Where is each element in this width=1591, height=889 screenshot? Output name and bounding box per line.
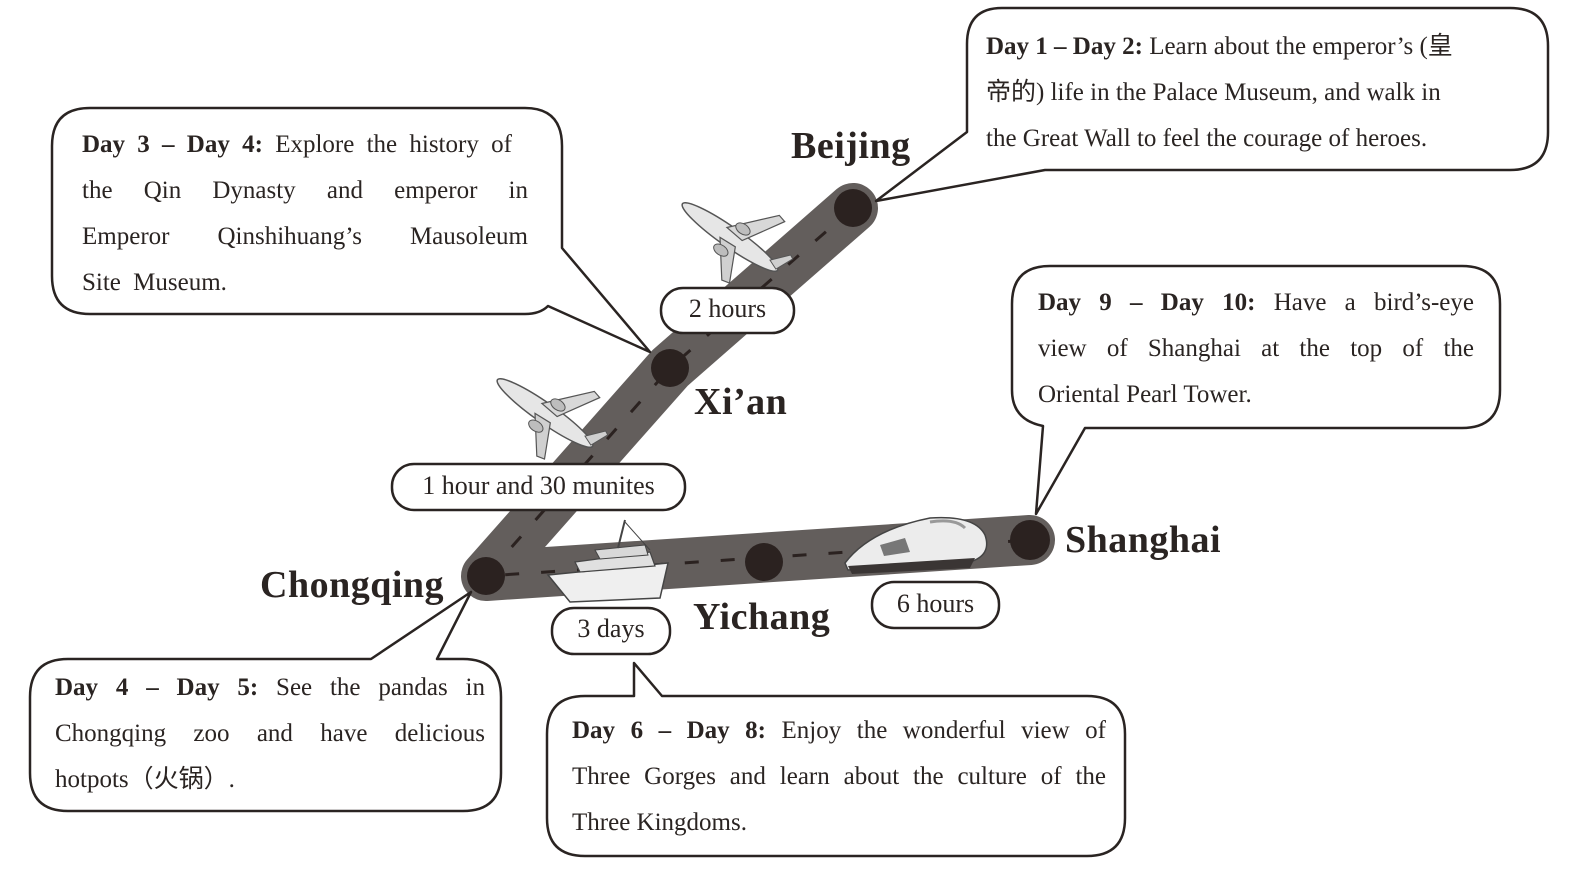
duration-label: 1 hour and 30 munites <box>422 471 655 500</box>
duration-label: 6 hours <box>896 589 975 618</box>
node-yichang <box>745 543 783 581</box>
bubble-days: Day 9 – Day 10: <box>1038 289 1256 316</box>
high-speed-train-icon <box>844 516 988 574</box>
bubble-line: Enjoy the wonderful view of <box>781 717 1106 744</box>
bubble-line: Emperor Qinshihuang’s Mausoleum <box>82 223 528 250</box>
node-chongqing <box>467 557 505 595</box>
city-label-chongqing: Chongqing <box>260 564 445 606</box>
bubble-line: hotpots（火锅）. <box>55 766 235 793</box>
city-label-xian: Xi’an <box>694 381 788 423</box>
bubble-line: Chongqing zoo and have delicious <box>55 720 485 747</box>
bubble-line: Have a bird’s-eye <box>1273 289 1474 316</box>
city-label-beijing: Beijing <box>791 125 911 167</box>
bubble-days: Day 1 – Day 2: <box>986 33 1143 60</box>
duration-pill-yichang-shanghai <box>870 580 1001 630</box>
bubble-shanghai: Day 9 – Day 10: Have a bird’s-eye view o… <box>1038 280 1474 418</box>
bubble-days: Day 3 – Day 4: <box>82 131 263 158</box>
bubble-yichang: Day 6 – Day 8: Enjoy the wonderful view … <box>572 708 1106 846</box>
ship-icon <box>546 519 669 603</box>
bubble-beijing-outline <box>874 6 1550 203</box>
bubble-line: Oriental Pearl Tower. <box>1038 381 1252 408</box>
bubble-line: Learn about the emperor’s (皇 <box>1149 33 1453 60</box>
bubble-days: Day 4 – Day 5: <box>55 674 259 701</box>
city-label-yichang: Yichang <box>693 596 831 638</box>
airplane-icon <box>681 201 794 284</box>
bubble-line: Three Gorges and learn about the culture… <box>572 763 1106 790</box>
duration-label: 2 hours <box>688 294 767 323</box>
node-xian <box>651 349 689 387</box>
bubble-shanghai-outline <box>1010 264 1502 516</box>
city-label-shanghai: Shanghai <box>1065 519 1222 561</box>
bubble-chongqing-outline <box>28 590 503 813</box>
bubble-yichang-outline <box>545 661 1127 858</box>
bubble-xian-outline <box>50 106 652 354</box>
duration-pill-xian-beijing <box>659 286 796 335</box>
node-shanghai <box>1010 520 1050 560</box>
bubble-days: Day 6 – Day 8: <box>572 717 766 744</box>
bubble-line: Site Museum. <box>82 269 227 296</box>
duration-label: 3 days <box>577 614 645 643</box>
bubble-line: the Great Wall to feel the courage of he… <box>986 125 1428 152</box>
bubble-beijing: Day 1 – Day 2: Learn about the emperor’s… <box>986 24 1526 162</box>
airplane-icon <box>496 377 609 460</box>
bubble-line: Explore the history of <box>275 131 512 158</box>
bubble-line: Three Kingdoms. <box>572 809 747 836</box>
bubble-line: the Qin Dynasty and emperor in <box>82 177 528 204</box>
bubble-line: 帝的) life in the Palace Museum, and walk … <box>986 79 1441 106</box>
duration-pill-chongqing-xian <box>390 462 687 512</box>
bubble-line: See the pandas in <box>276 674 486 701</box>
duration-pill-chongqing-yichang <box>550 606 672 656</box>
bubble-line: view of Shanghai at the top of the <box>1038 335 1474 362</box>
bubble-chongqing: Day 4 – Day 5: See the pandas in Chongqi… <box>55 665 485 803</box>
node-beijing <box>834 189 872 227</box>
bubble-xian: Day 3 – Day 4: Explore the history of th… <box>82 122 528 306</box>
